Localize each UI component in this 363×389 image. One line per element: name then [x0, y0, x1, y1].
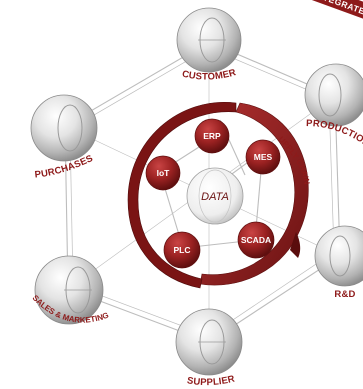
outer-node-purchases[interactable]	[30, 94, 98, 162]
core-label: DATA	[201, 191, 229, 203]
inner-node-iot-label: IoT	[157, 168, 171, 178]
data-core: DATA	[186, 167, 244, 225]
inner-node-mes-label: MES	[254, 152, 273, 162]
outer-node-rd[interactable]	[314, 225, 363, 287]
outer-node-customer[interactable]	[176, 7, 242, 73]
integrated-banner: INTEGRATED	[301, 0, 363, 27]
outer-node-production-label: PRODUCTION	[306, 118, 363, 149]
inner-node-erp-label: ERP	[203, 131, 221, 141]
outer-node-sales[interactable]	[34, 255, 104, 325]
inner-node-plc-label: PLC	[174, 245, 191, 255]
inner-node-iot[interactable]: IoT	[145, 155, 181, 191]
inner-node-mes[interactable]: MES	[245, 139, 281, 175]
inner-node-erp[interactable]: ERP	[194, 118, 230, 154]
supply-chain-ring	[127, 101, 309, 289]
inner-node-scada-label: SCADA	[241, 235, 271, 245]
outer-node-customer-label: CUSTOMER	[181, 67, 237, 83]
outer-node-rd-label: R&D	[334, 289, 355, 300]
outer-node-supplier[interactable]	[175, 308, 243, 376]
outer-node-supplier-label: SUPPLIER	[186, 374, 236, 389]
inner-node-plc[interactable]: PLC	[163, 231, 201, 269]
inner-node-scada[interactable]: SCADA	[237, 221, 275, 259]
outer-node-production[interactable]	[304, 63, 363, 127]
